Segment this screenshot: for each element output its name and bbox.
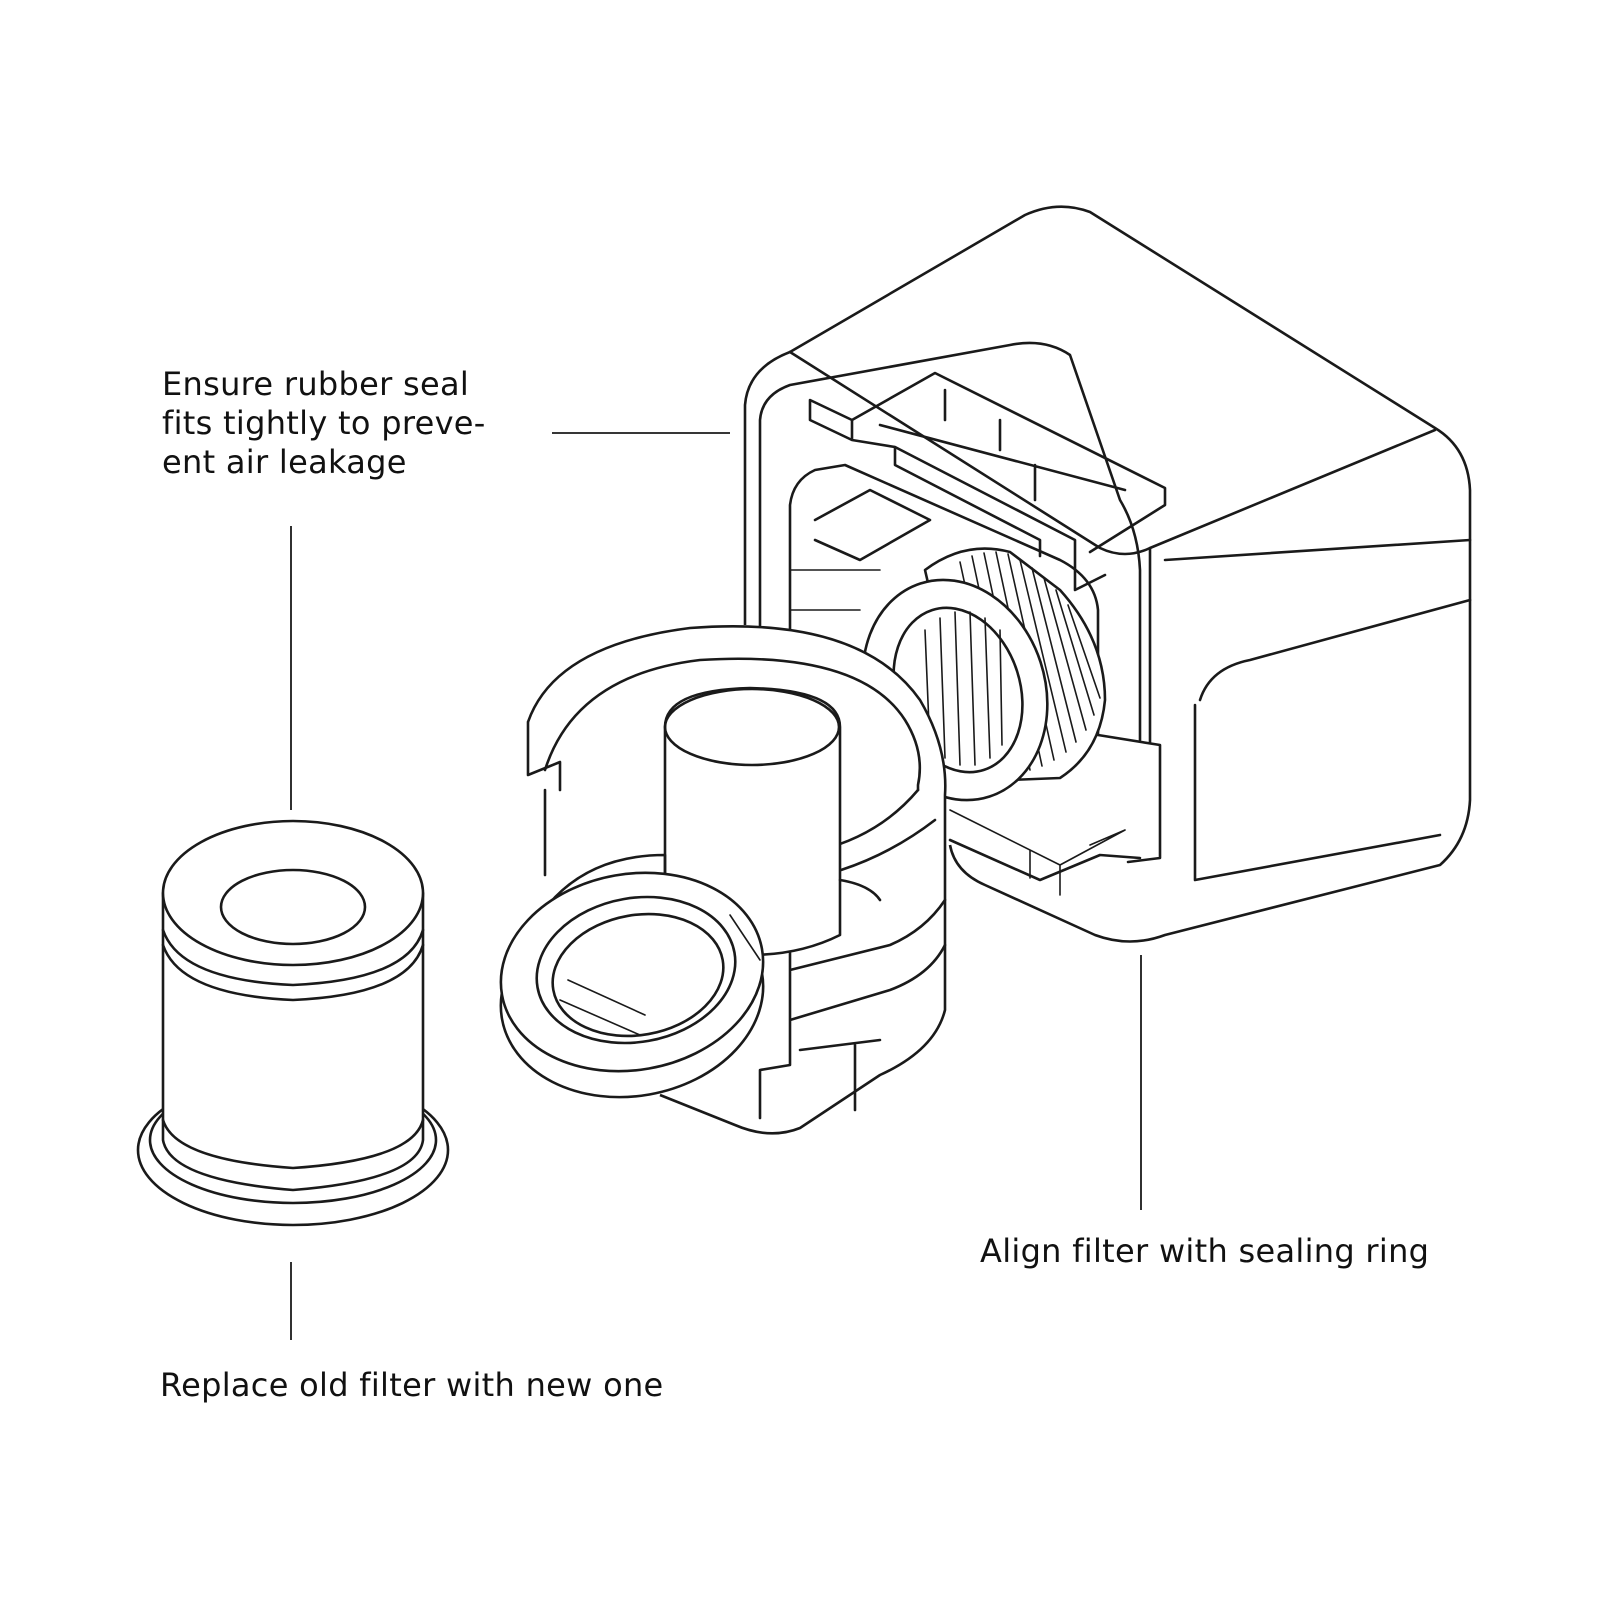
callout-rubber-seal: Ensure rubber seal fits tightly to preve… xyxy=(162,365,486,482)
canister-front-cut xyxy=(543,788,947,1120)
housing-right-rim xyxy=(1148,538,1472,744)
housing-front-frame xyxy=(758,341,1142,742)
housing-bottom-ledge xyxy=(948,838,1142,882)
sealing-ring-shadow xyxy=(559,914,761,1036)
leader-lines xyxy=(290,432,1142,1340)
callout-replace-filter: Replace old filter with new one xyxy=(160,1366,664,1404)
replacement-filter-top-recess xyxy=(219,868,367,946)
canister-rim-outer xyxy=(526,720,562,792)
callout-rubber-seal-line-3: ent air leakage xyxy=(162,443,407,481)
sealing-ring-inner-lip xyxy=(551,912,725,1038)
replacement-filter-top xyxy=(161,819,425,967)
housing-inner-frame xyxy=(788,463,1162,864)
callout-rubber-seal-line-2: fits tightly to preve- xyxy=(162,404,486,442)
canister-rim-inner xyxy=(543,657,922,792)
sealing-ring xyxy=(499,871,765,1099)
housing-cavity-upper xyxy=(813,488,932,562)
replacement-filter-cap-band xyxy=(161,928,425,1002)
installed-filter-core-pleats xyxy=(924,611,1003,766)
replacement-filter-base-line xyxy=(161,1118,425,1170)
sealing-ring-inner xyxy=(535,895,737,1045)
callout-rubber-seal-line-1: Ensure rubber seal xyxy=(162,365,470,403)
housing-latch-slot xyxy=(808,371,1167,592)
callout-align-filter: Align filter with sealing ring xyxy=(980,1232,1430,1270)
canister-tube-top xyxy=(663,687,841,767)
housing-cavity-lines xyxy=(789,569,1126,896)
replacement-filter xyxy=(136,819,450,1227)
replacement-filter-body xyxy=(161,891,425,1192)
housing-right-panel xyxy=(1193,703,1442,882)
